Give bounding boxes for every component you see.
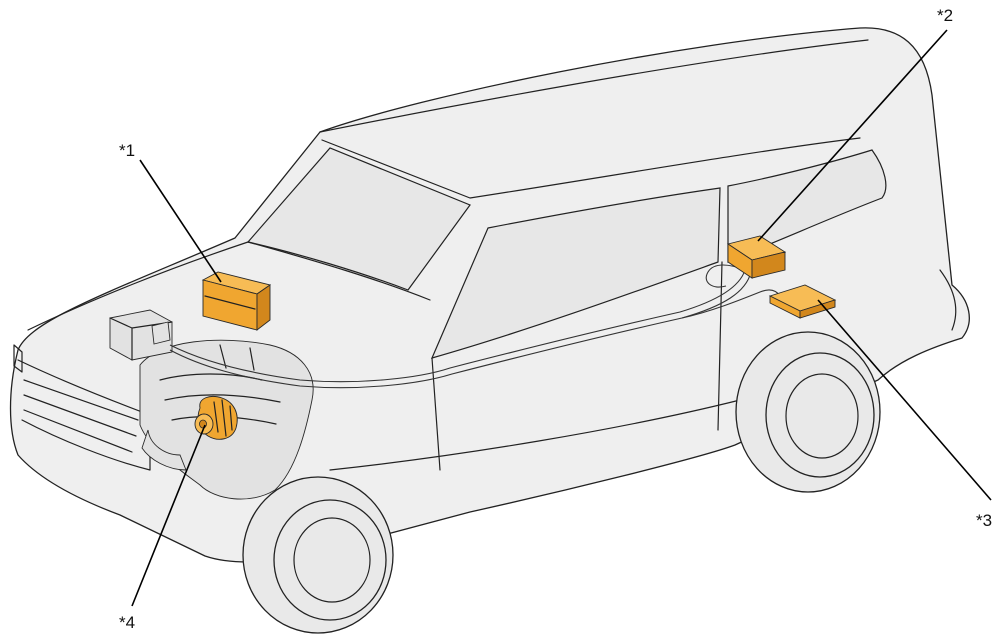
wheels [242, 331, 881, 634]
component-2-module [726, 235, 787, 279]
wire-harness [169, 264, 781, 389]
rear-wheel [735, 331, 881, 493]
callout-label-2: *2 [937, 6, 953, 25]
side-window-rear [727, 149, 887, 263]
component-4-alternator [194, 396, 238, 440]
hood-line [27, 241, 249, 331]
leader-line-2 [757, 29, 948, 242]
leader-line-3 [817, 299, 992, 501]
component-4-fins [213, 399, 233, 437]
component-1-side [256, 284, 271, 331]
component-3-module [768, 284, 837, 319]
door-bottom-line [329, 399, 741, 471]
component-4-hub [199, 419, 207, 429]
hood-edge [247, 241, 431, 301]
component-1-battery [201, 271, 272, 331]
callout-label-1: *1 [119, 141, 135, 160]
fuse-box [109, 309, 173, 361]
roof-line [319, 39, 869, 133]
callout-labels: *1 *2 *3 *4 [119, 6, 992, 632]
door-line-front [431, 357, 441, 471]
roof-edge [321, 137, 861, 199]
grille [23, 379, 139, 453]
side-window-front [430, 187, 721, 359]
callout-leaders [131, 29, 992, 607]
front-wheel [242, 476, 394, 634]
callout-label-4: *4 [119, 613, 135, 632]
rear-quarter-line [939, 269, 957, 331]
callout-label-3: *3 [976, 511, 992, 530]
leader-line-4 [131, 424, 206, 607]
component-1-rib [204, 295, 256, 310]
component-3-side [799, 299, 836, 319]
leader-line-1 [139, 159, 222, 283]
connector [151, 321, 171, 345]
windshield [246, 147, 471, 291]
door-line-rear [717, 261, 723, 431]
component-2-side [751, 251, 786, 279]
headlamp [13, 344, 23, 373]
